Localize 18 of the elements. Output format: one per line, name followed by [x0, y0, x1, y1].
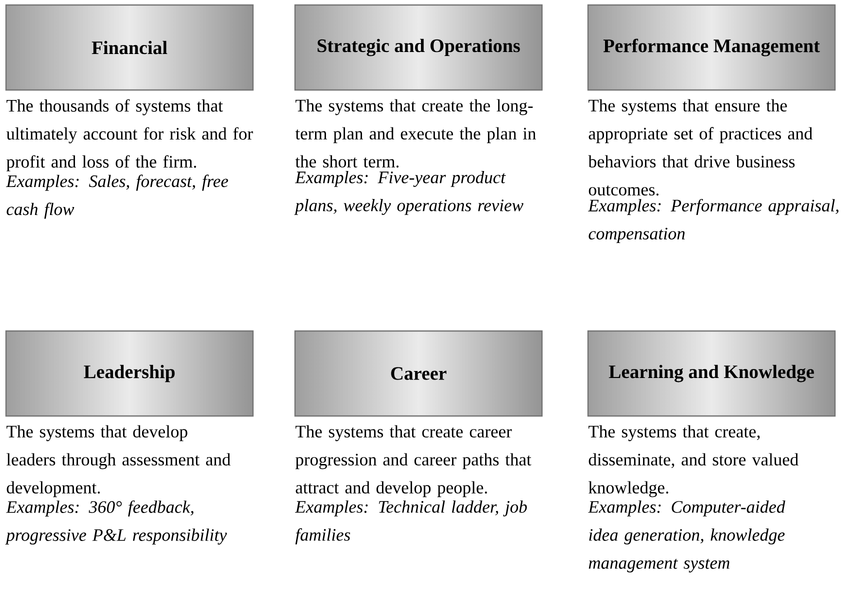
examples-text: Examples: Computer-aided idea generation, knowledge management system: [588, 500, 786, 572]
description-text: The systems that ensure the appropriate set of practices and behaviors that drive business outcomes.: [588, 99, 812, 196]
heading-box: Performance Management: [587, 4, 836, 91]
examples-text: Examples: 360° feedback, progressive P&L responsibility: [5, 500, 227, 545]
heading-box: Learning and Knowledge: [587, 330, 836, 417]
description-text: The systems that create, disseminate, and store valued knowledge.: [588, 425, 798, 498]
description-text: The systems that create career progression and career paths that attract and develop people.: [295, 425, 532, 498]
description-text: The thousands of systems that ultimately account for risk and for profit and loss of the firm.: [6, 99, 253, 172]
heading-box: Strategic and Operations: [294, 4, 543, 91]
examples-text: Examples: Sales, forecast, free cash flow: [6, 174, 228, 219]
examples-text: Examples: Technical ladder, job families: [295, 500, 527, 544]
heading-box: Leadership: [5, 330, 254, 417]
heading-box: Financial: [5, 4, 254, 91]
examples-text: Examples: Performance appraisal, compensation: [588, 198, 838, 244]
examples-text: Examples: Five-year product plans, weekly operations review: [294, 171, 524, 215]
heading-box: Career: [294, 330, 543, 417]
description-text: The systems that create the long-term plan and execute the plan in the short term.: [295, 99, 536, 168]
description-text: The systems that develop leaders through assessment and development.: [6, 425, 230, 498]
